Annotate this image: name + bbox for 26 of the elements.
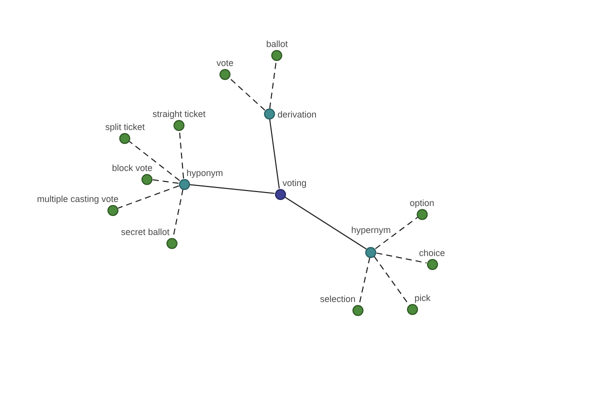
dashed-connector-line xyxy=(118,185,180,209)
node-label: block vote xyxy=(112,162,152,172)
node-label: vote xyxy=(216,58,234,68)
node-label: voting xyxy=(282,178,307,188)
dashed-connector-line xyxy=(152,179,180,184)
dashed-connector-line xyxy=(178,130,184,180)
node-label: multiple casting vote xyxy=(36,194,118,204)
node-label: option xyxy=(410,198,434,208)
node-label: hyponym xyxy=(186,168,224,178)
node-label: hypernym xyxy=(351,224,391,234)
connector-line xyxy=(269,118,280,190)
connector-line xyxy=(284,196,367,250)
node-label: pick xyxy=(414,292,431,302)
node-label: derivation xyxy=(278,109,317,119)
connector-line xyxy=(188,184,276,194)
dashed-connector-line xyxy=(228,77,266,111)
node-label: straight ticket xyxy=(152,108,206,118)
dashed-connector-line xyxy=(376,252,428,264)
node-label: selection xyxy=(320,294,356,304)
node-label: secret ballot xyxy=(120,226,170,236)
node-label: split ticket xyxy=(105,122,145,132)
dashed-connector-line xyxy=(358,256,370,306)
node-label: choice xyxy=(419,248,445,258)
node-label: ballot xyxy=(266,38,288,48)
dashed-connector-line xyxy=(128,140,180,182)
dashed-connector-line xyxy=(374,216,418,250)
